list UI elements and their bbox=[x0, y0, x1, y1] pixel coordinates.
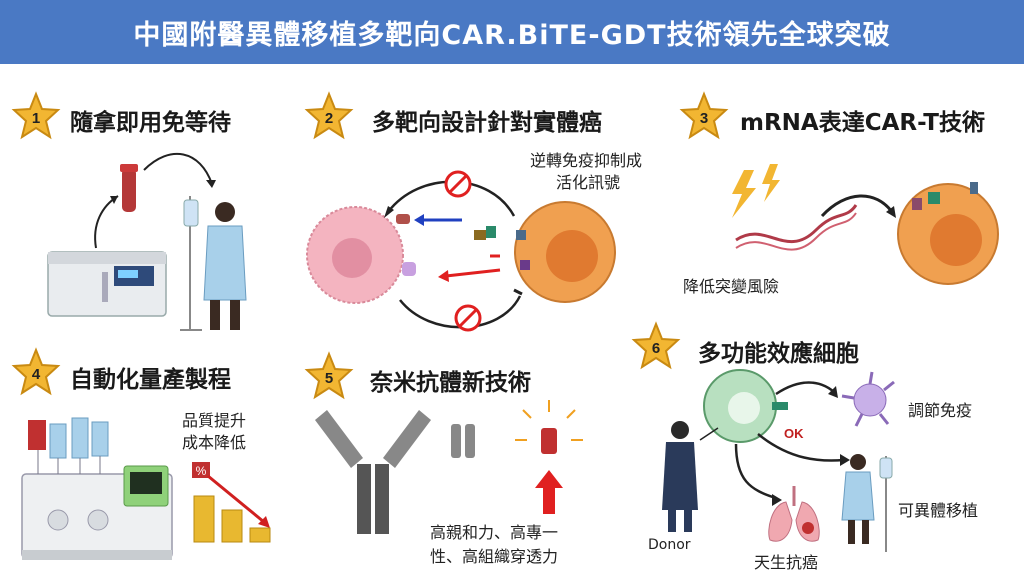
section-4-illustration: % bbox=[21, 417, 271, 560]
lightning-icon bbox=[732, 170, 756, 218]
section-3-title: mRNA表達CAR-T技術 bbox=[740, 110, 985, 136]
allo-transplant-label: 可異體移植 bbox=[898, 501, 979, 520]
antibody-icon bbox=[315, 410, 431, 534]
nanobody-target-icon bbox=[541, 428, 557, 454]
section-1-number: 1 bbox=[32, 110, 40, 127]
star-3-icon: 3 bbox=[679, 91, 729, 140]
natural-anticancer-label: 天生抗癌 bbox=[754, 553, 819, 572]
star-4-icon: 4 bbox=[11, 347, 61, 396]
up-arrow-icon bbox=[535, 470, 563, 514]
section-4-number: 4 bbox=[32, 366, 41, 383]
section-3-illustration bbox=[732, 164, 999, 285]
no-sign-icon-top bbox=[444, 170, 472, 198]
donor-label: Donor bbox=[648, 537, 691, 553]
modulate-immunity-label: 調節免疫 bbox=[908, 401, 973, 420]
section-3-number: 3 bbox=[700, 110, 708, 127]
section-4-title: 自動化量產製程 bbox=[70, 367, 231, 393]
down-trend-arrow-icon bbox=[207, 474, 265, 524]
nanobody-icon bbox=[451, 424, 475, 458]
immune-cell-icon bbox=[841, 371, 895, 427]
percent-sign: % bbox=[196, 464, 207, 478]
quality-label-2: 成本降低 bbox=[182, 433, 247, 452]
recipient-patient-icon bbox=[850, 454, 866, 470]
section-2-title: 多靶向設計針對實體癌 bbox=[372, 110, 602, 136]
star-1-icon: 1 bbox=[11, 91, 61, 140]
star-6-icon: 6 bbox=[631, 321, 681, 370]
mrna-strand-icon bbox=[735, 204, 858, 243]
blood-tube bbox=[122, 168, 136, 212]
reverse-signal-label-2: 活化訊號 bbox=[556, 173, 621, 192]
quality-label-1: 品質提升 bbox=[182, 411, 247, 430]
section-1-title: 隨拿即用免等待 bbox=[70, 110, 231, 136]
section-1-illustration bbox=[47, 153, 247, 331]
section-6-title: 多功能效應細胞 bbox=[698, 341, 859, 367]
section-6-illustration: OK bbox=[662, 369, 895, 552]
reduce-risk-label: 降低突變風險 bbox=[683, 277, 780, 296]
ok-label: OK bbox=[784, 426, 804, 441]
title-banner: 中國附醫異體移植多靶向CAR.BiTE-GDT技術領先全球突破 bbox=[0, 0, 1024, 64]
star-2-icon: 2 bbox=[304, 91, 354, 140]
section-5-illustration bbox=[315, 400, 583, 534]
section-2-number: 2 bbox=[325, 110, 333, 127]
lungs-icon bbox=[768, 486, 820, 542]
nano-label-2: 性、高組織穿透力 bbox=[430, 547, 559, 566]
no-sign-icon-bottom bbox=[454, 304, 482, 332]
section-5-title: 奈米抗體新技術 bbox=[370, 370, 531, 396]
section-2-illustration bbox=[306, 170, 616, 332]
star-5-icon: 5 bbox=[304, 351, 354, 400]
nano-label-1: 高親和力、高專一 bbox=[430, 523, 559, 542]
donor-icon bbox=[671, 421, 689, 439]
section-6-number: 6 bbox=[652, 340, 660, 357]
reverse-signal-label-1: 逆轉免疫抑制成 bbox=[530, 151, 643, 170]
section-5-number: 5 bbox=[325, 370, 333, 387]
patient-icon bbox=[215, 202, 235, 222]
red-arrow-icon bbox=[445, 268, 501, 278]
page-title: 中國附醫異體移植多靶向CAR.BiTE-GDT技術領先全球突破 bbox=[133, 19, 891, 51]
